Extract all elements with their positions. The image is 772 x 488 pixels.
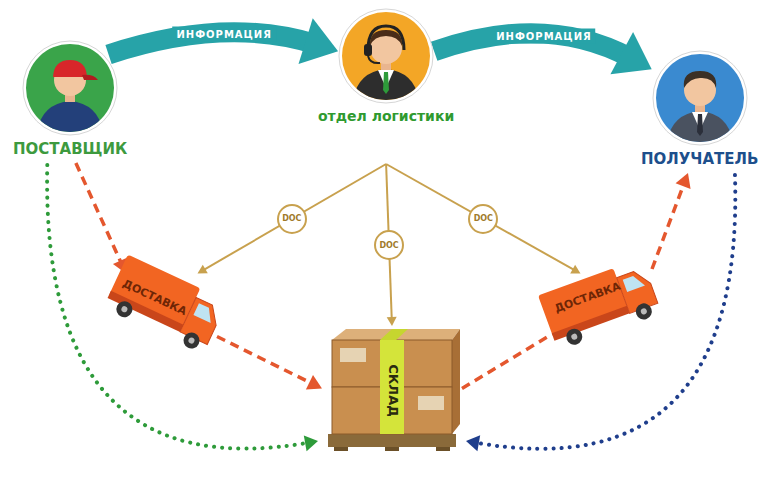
label-holder: ИНФОРМАЦИЯ [492, 29, 596, 44]
pallet-leg [385, 447, 399, 451]
box-top [332, 329, 460, 340]
doc-icon-label: DOC [277, 204, 307, 234]
connector [109, 18, 339, 64]
connector [386, 164, 580, 274]
truck-window [193, 303, 216, 323]
recipient-node: ПОЛУЧАТЕЛЬ [641, 50, 758, 168]
avatar-body [666, 111, 734, 150]
hub [570, 333, 578, 341]
doc-icon-label: DOC [468, 204, 498, 234]
wheel [114, 299, 135, 320]
arrowhead [676, 173, 691, 189]
node-label: ПОСТАВЩИК [13, 140, 127, 158]
arrowhead [198, 265, 208, 274]
hair [370, 30, 402, 46]
band-top [380, 329, 408, 340]
headset-mic [368, 56, 380, 63]
arrowhead [304, 435, 318, 451]
warehouse-node: СКЛАД [322, 326, 462, 451]
avatar-icon [652, 50, 748, 146]
connector-line [475, 175, 735, 449]
arrowhead [387, 317, 397, 326]
avatar-icon [338, 8, 434, 104]
connector-line [76, 163, 122, 265]
connector [462, 337, 548, 389]
connector [47, 165, 318, 451]
doc-icon-label: DOC [374, 230, 404, 260]
cap-visor [82, 75, 98, 80]
connector [198, 164, 387, 274]
label-holder: ИНФОРМАЦИЯ [172, 27, 276, 42]
delivery-truck: ДОСТАВКА [535, 260, 665, 350]
node-label: ПОЛУЧАТЕЛЬ [641, 150, 758, 168]
avatar-icon [22, 40, 118, 136]
tie [383, 72, 389, 94]
connector [76, 163, 128, 274]
arrowhead [466, 435, 480, 451]
arrowhead [298, 18, 338, 64]
connector-line [652, 182, 685, 269]
arrowhead [570, 265, 580, 274]
avatar-ring [339, 9, 433, 103]
cap [53, 60, 87, 77]
connector [217, 337, 322, 390]
connector-line [203, 164, 386, 270]
connector-line [462, 337, 548, 389]
hub [120, 305, 128, 313]
avatar-ring [653, 51, 747, 145]
wheel [634, 301, 655, 322]
supplier-node: ПОСТАВЩИК [13, 40, 127, 158]
avatar-circle [656, 54, 744, 142]
label-holder: DOC [277, 204, 307, 234]
pallet-leg [334, 447, 348, 451]
tie [697, 114, 703, 136]
avatar-circle [342, 12, 430, 100]
box-sticker [418, 396, 444, 410]
avatar-body [36, 101, 104, 140]
delivery-truck: ДОСТАВКА [100, 260, 230, 350]
node-label: отдел логистики [318, 108, 454, 124]
band [380, 340, 404, 434]
connector-line [217, 337, 313, 385]
hub [640, 308, 648, 316]
box-sticker [340, 348, 366, 362]
connector-line [386, 164, 575, 270]
info-label: ИНФОРМАЦИЯ [492, 29, 596, 44]
label-holder: DOC [374, 230, 404, 260]
truck-cab [617, 267, 658, 313]
label-holder: DOC [468, 204, 498, 234]
hub [187, 337, 195, 345]
arrowhead [610, 32, 651, 74]
connector [466, 175, 735, 451]
logistics-node: отдел логистики [318, 8, 454, 124]
wheel [564, 326, 585, 347]
truck-window [623, 273, 645, 292]
headset-ear [364, 44, 372, 56]
info-label: ИНФОРМАЦИЯ [172, 27, 276, 42]
headset-band [368, 26, 404, 50]
pallet [328, 434, 456, 447]
hair [684, 71, 716, 88]
avatar-body [352, 69, 420, 108]
connector [652, 173, 691, 269]
arrowhead [306, 375, 322, 389]
pallet-leg [436, 447, 450, 451]
node-text: СКЛАД [385, 364, 400, 417]
connector-line [47, 165, 309, 449]
box-side [452, 329, 460, 434]
wheel [181, 330, 202, 351]
